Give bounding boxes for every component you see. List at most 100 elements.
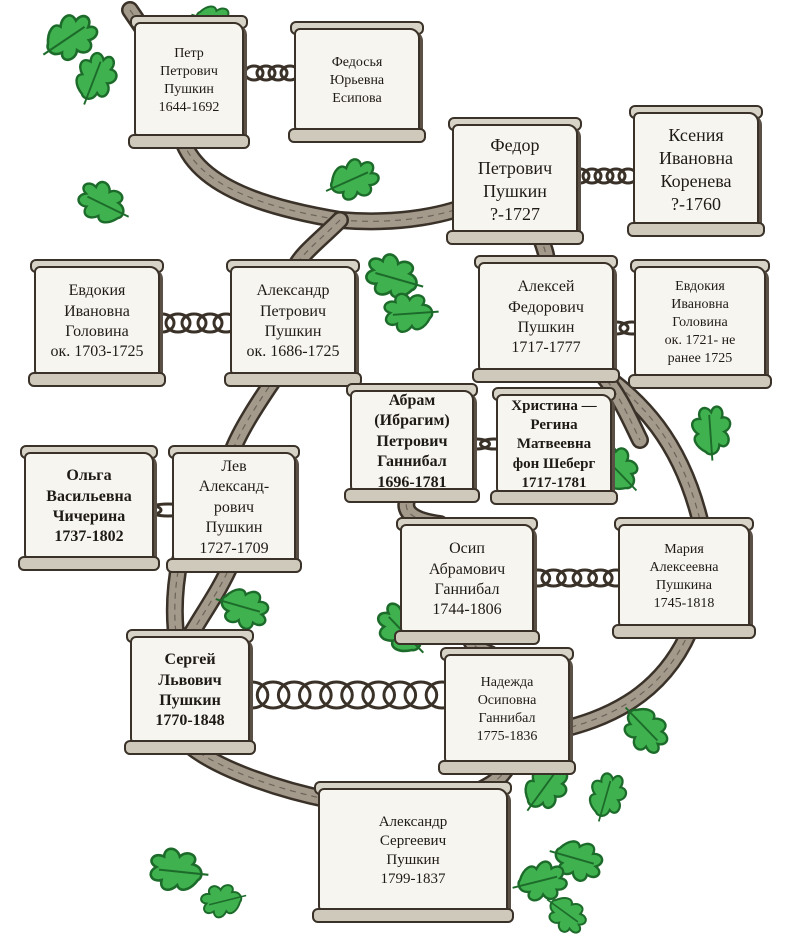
oak-leaf-icon: [149, 847, 209, 892]
card-text-line: Алексей: [517, 278, 575, 296]
leaf-body: [554, 840, 604, 882]
card-text-line: 1744-1806: [432, 601, 502, 619]
leaf-body: [46, 14, 99, 61]
leaf-vein: [512, 875, 558, 889]
marriage-chain-link: [267, 64, 289, 82]
card-text-line: Лев: [221, 457, 247, 475]
card-text-line: Мария: [664, 542, 704, 558]
leaf-vein: [546, 898, 579, 923]
oak-leaf-icon: [512, 860, 568, 902]
branch-grain: [339, 199, 481, 222]
marriage-chain-link: [361, 680, 396, 710]
card-text-line: Ивановна: [64, 302, 130, 320]
card-text-line: Осиповна: [477, 693, 537, 709]
leaf-vein: [208, 894, 247, 906]
branch-grain: [179, 129, 341, 221]
card-text-line: Васильевна: [46, 487, 132, 505]
card-text-line: Пушкин: [164, 82, 214, 97]
card-text-line: 1717-1781: [521, 474, 587, 491]
marriage-chain-link: [571, 568, 598, 588]
oak-leaf-icon: [588, 772, 628, 822]
card-text-line: Федосья: [331, 55, 383, 71]
branch-grain: [599, 371, 701, 521]
card-text-line: Коренева: [660, 171, 732, 191]
card-text-line: 1717-1777: [511, 339, 581, 357]
card-text-line: Пушкин: [483, 181, 547, 201]
card-text-line: 1770-1848: [155, 712, 225, 730]
card-text-line: Чичерина: [52, 508, 126, 525]
card-text-line: 1737-1802: [54, 528, 124, 546]
card-text-line: Сергеевич: [379, 832, 447, 849]
marriage-chain-link: [196, 312, 224, 334]
card-text-line: Львович: [158, 671, 222, 689]
leaf-vein: [83, 61, 102, 105]
leaf-vein: [597, 780, 612, 822]
leaf-body: [623, 708, 669, 754]
card-text-line: Пушкин: [264, 323, 322, 340]
card-text-line: Юрьевна: [329, 73, 385, 89]
leaf-vein: [325, 171, 369, 192]
card-text-line: Александр: [378, 813, 448, 830]
card-text-line: Абрам: [388, 391, 436, 409]
branch-outline: [551, 621, 699, 739]
marriage-chain-link: [540, 568, 567, 588]
oak-leaf-icon: [77, 180, 130, 224]
card-text-line: Ивановна: [671, 297, 729, 313]
card-text-line: Осип: [449, 540, 485, 558]
card-text-line: Ксения: [668, 124, 724, 145]
card-text-line: Федорович: [508, 298, 584, 316]
marriage-chain-link: [556, 568, 583, 588]
oak-leaf-icon: [215, 588, 270, 630]
card-text-line: Ганнибал: [434, 581, 500, 598]
marriage-chain-link: [587, 568, 614, 588]
card-text-line: Евдокия: [675, 279, 725, 295]
chain-layer: [117, 64, 646, 710]
oak-leaf-icon: [549, 840, 604, 882]
card-text-line: Пушкин: [205, 519, 263, 537]
branch-grain: [559, 629, 691, 731]
oak-leaf-icon: [623, 706, 669, 754]
card-text-line: Петрович: [160, 64, 218, 80]
branch-fill: [225, 371, 282, 459]
leaf-vein: [549, 850, 595, 865]
leaf-vein: [42, 26, 86, 56]
leaf-body: [588, 772, 628, 817]
card-text-line: фон Шеберг: [512, 455, 596, 472]
marriage-chain-link: [319, 680, 354, 710]
leaf-vein: [526, 773, 556, 812]
card-text-line: Петрович: [477, 157, 553, 178]
marriage-chain-link: [403, 680, 439, 710]
leaf-vein: [624, 706, 659, 742]
card-text-line: Федор: [490, 134, 540, 155]
card-text-line: Пушкин: [159, 692, 221, 709]
marriage-chain-link: [255, 64, 277, 82]
card-text-line: Ганнибал: [478, 711, 536, 726]
card-text-line: Александр: [256, 282, 330, 300]
card-text-line: ?-1760: [671, 194, 721, 215]
leaf-vein: [375, 271, 424, 288]
card-text-line: Ганнибал: [377, 453, 447, 471]
marriage-chain-link: [382, 680, 418, 710]
card-text-line: Есипова: [332, 90, 382, 106]
card-text-line: Матвеевна: [516, 436, 592, 453]
oak-leaf-icon: [365, 253, 424, 299]
leaf-vein: [87, 195, 130, 218]
card-text-line: рович: [213, 498, 255, 516]
leaf-vein: [708, 414, 714, 461]
card-text-line: Ивановна: [658, 147, 733, 168]
leaf-body: [220, 588, 270, 630]
leaf-body: [77, 180, 125, 224]
card-text-line: ок. 1686-1725: [246, 343, 340, 361]
card-text-line: 1644-1692: [158, 99, 220, 115]
card-text-line: 1775-1836: [476, 728, 538, 744]
